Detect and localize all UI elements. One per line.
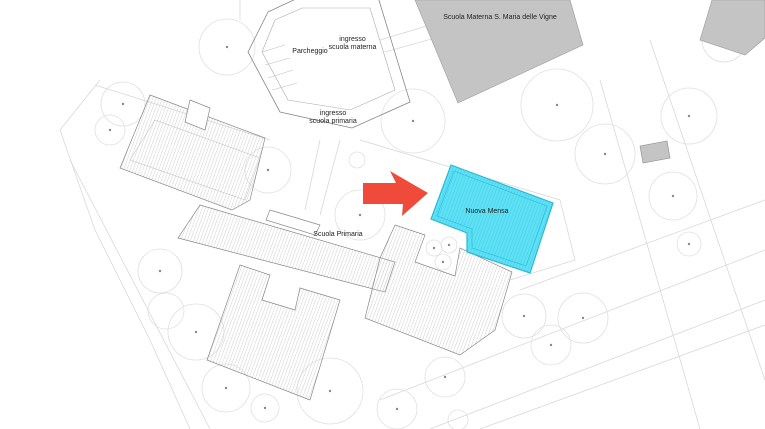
- scuola-materna-building: [414, 0, 584, 104]
- label-ingresso-primaria: ingresso scuola primaria: [303, 110, 363, 126]
- label-ingresso-materna: ingresso scuola materna: [325, 36, 380, 52]
- nuova-mensa-inner: [436, 170, 548, 267]
- label-ingresso-primaria-1: ingresso: [319, 110, 347, 117]
- parking-area: [247, 0, 411, 129]
- neighbor-building: [699, 0, 765, 56]
- label-nuova-mensa: Nuova Mensa: [465, 208, 509, 215]
- label-scuola-primaria: Scuola Primaria: [313, 231, 363, 238]
- label-ingresso-materna-1: ingresso: [339, 36, 366, 43]
- tree-centers: [108, 45, 691, 411]
- school-buildings: [119, 94, 513, 401]
- site-lines: [59, 0, 765, 429]
- nuova-mensa-building: [430, 164, 554, 274]
- arrow-icon: [363, 171, 428, 216]
- label-ingresso-materna-2: scuola materna: [328, 44, 377, 51]
- label-ingresso-primaria-2: scuola primaria: [309, 118, 357, 125]
- label-scuola-materna: Scuola Materna S. Maria delle Vigne: [443, 14, 557, 21]
- small-shed: [639, 140, 671, 164]
- label-parcheggio: Parcheggio: [292, 48, 328, 55]
